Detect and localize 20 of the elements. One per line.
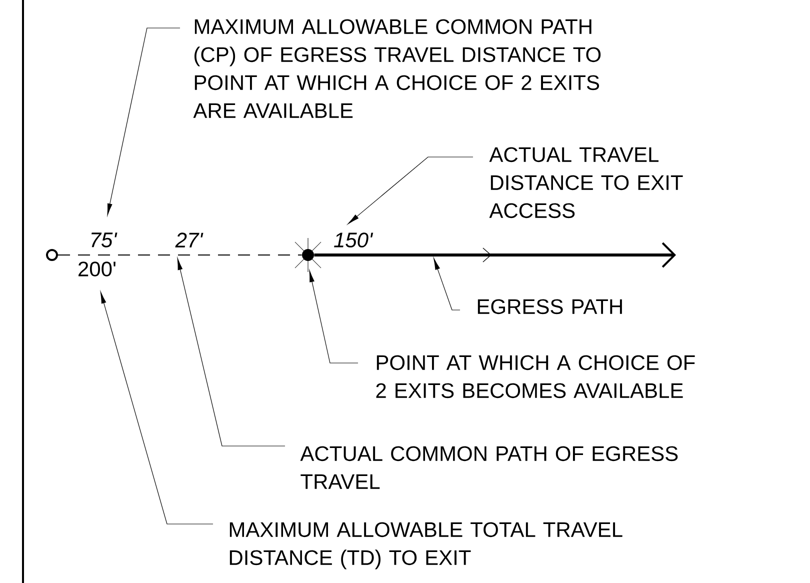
dimension-text: 200' [78,262,116,276]
leader-line [177,258,286,446]
leader-line [100,292,214,524]
leader-line [107,28,180,216]
dimension-text: 75' [92,232,118,248]
dimension-text: 27' [175,232,204,248]
callout-text: POINT AT WHICH A CHOICE OF 2 EXITS BECOMES AVAILABLE [376,355,695,398]
leader-line [348,156,474,224]
start-point [46,249,58,261]
dimension-text: 150' [334,232,374,248]
callout-text: MAXIMUM ALLOWABLE TOTAL TRAVEL DISTANCE (TD) TO EXIT [230,522,622,570]
callout-text: EGRESS PATH [478,299,622,314]
leader-line [309,270,358,364]
callout-text: ACTUAL COMMON PATH OF EGRESS TRAVEL [300,446,678,489]
callout-text: MAXIMUM ALLOWABLE COMMON PATH (CP) OF EGRESS TRAVEL DISTANCE TO POINT AT WHICH A CHOICE OF 2 EXITS ARE AVAILABLE [193,19,601,118]
dashed-path-line [58,254,302,256]
callout-text: ACTUAL TRAVEL DISTANCE TO EXIT ACCESS [489,147,683,218]
decision-point [294,238,322,272]
leader-line [434,258,460,310]
egress-path-arrow [314,242,676,268]
